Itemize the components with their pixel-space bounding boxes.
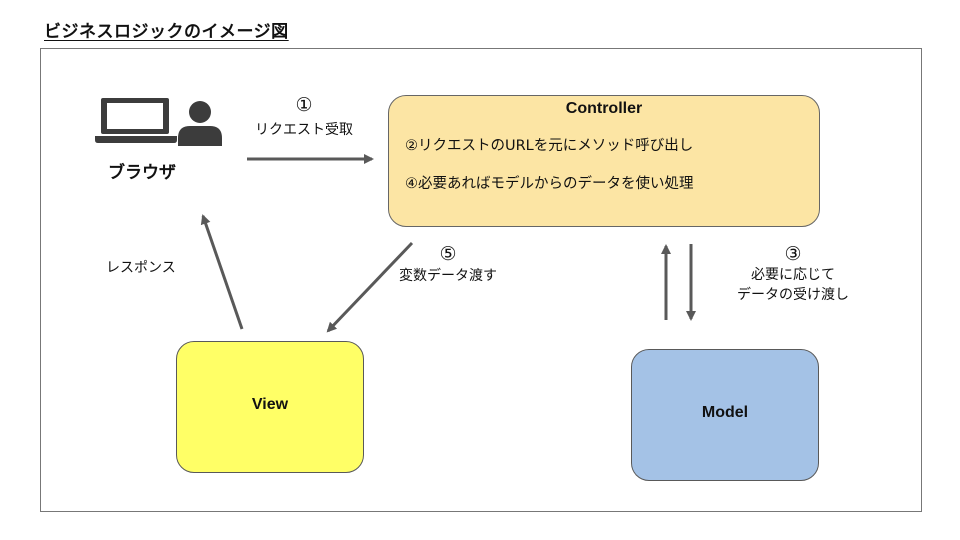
model-exchange-label: ③ 必要に応じて データの受け渡し [718, 243, 868, 305]
controller-step-2: ②リクエストのURLを元にメソッド呼び出し [405, 138, 694, 154]
request-step-number: ① [295, 94, 313, 116]
to-view-label: ⑤ 変数データ渡す [380, 243, 516, 286]
model-box: Model [631, 349, 819, 481]
laptop-icon [95, 98, 177, 143]
request-label: ① リクエスト受取 [248, 94, 360, 140]
diagram-frame [40, 48, 922, 512]
model-exchange-step-number: ③ [784, 243, 802, 265]
model-exchange-text-2: データの受け渡し [737, 287, 849, 303]
view-title: View [251, 396, 289, 413]
controller-title: Controller [565, 100, 643, 117]
user-icon [178, 101, 222, 146]
to-view-text: 変数データ渡す [399, 268, 497, 284]
response-label: レスポンス [106, 260, 176, 276]
controller-to-view-arrow [326, 241, 414, 333]
controller-box: Controller ②リクエストのURLを元にメソッド呼び出し ④必要あればモ… [388, 95, 820, 227]
model-title: Model [701, 404, 749, 421]
view-box: View [176, 341, 364, 473]
model-exchange-text-1: 必要に応じて [751, 267, 835, 283]
browser-label: ブラウザ [108, 163, 176, 183]
controller-step-4: ④必要あればモデルからのデータを使い処理 [405, 176, 694, 192]
response-arrow [200, 214, 244, 330]
to-view-step-number: ⑤ [439, 243, 457, 265]
page-title: ビジネスロジックのイメージ図 [44, 22, 289, 42]
request-text: リクエスト受取 [255, 122, 353, 138]
